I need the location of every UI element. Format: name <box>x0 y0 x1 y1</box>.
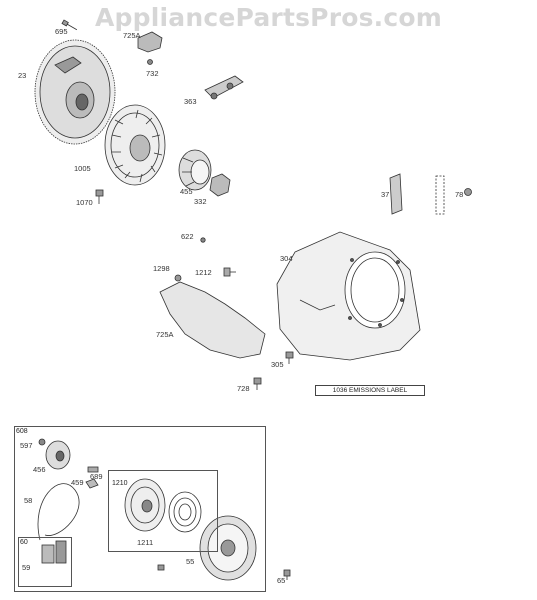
dashed-part <box>435 175 445 215</box>
screw-732 <box>147 59 153 65</box>
spring-1211 <box>168 491 202 533</box>
nut-78 <box>464 188 472 196</box>
guard-725A <box>159 281 266 359</box>
label-78: 78 <box>455 190 464 199</box>
screen-455 <box>178 149 212 191</box>
bolt-695 <box>61 19 78 31</box>
rope-58 <box>37 483 80 541</box>
bolt-65 <box>283 569 291 580</box>
bolt-near-55 <box>157 564 165 571</box>
pulley-456 <box>45 440 71 470</box>
label-304: 304 <box>280 254 293 263</box>
starter-housing-55 <box>199 515 257 581</box>
watermark: AppliancePartsPros.com <box>94 3 443 32</box>
label-58: 58 <box>24 496 33 505</box>
label-695: 695 <box>55 27 68 36</box>
label-37: 37 <box>381 190 390 199</box>
housing-304 <box>276 231 421 361</box>
label-23: 23 <box>18 71 27 80</box>
bolt-728 <box>253 377 262 390</box>
screw-622 <box>200 237 206 243</box>
stud-1212 <box>223 267 236 277</box>
label-732: 732 <box>146 69 159 78</box>
label-1211: 1211 <box>137 538 154 547</box>
flywheel-23 <box>34 39 116 145</box>
label-59: 59 <box>22 563 31 572</box>
nut-1298 <box>174 274 182 282</box>
pulley-1210 <box>124 478 166 532</box>
part-459 <box>85 478 99 489</box>
part-689 <box>87 466 99 473</box>
label-459: 459 <box>71 478 84 487</box>
label-725A: 725A <box>156 330 174 339</box>
label-608: 608 <box>16 428 28 435</box>
label-725A-top: 725A <box>123 31 141 40</box>
label-1212: 1212 <box>195 268 212 277</box>
label-1298: 1298 <box>153 264 170 273</box>
assembly-box-60 <box>18 537 72 587</box>
label-65: 65 <box>277 576 286 585</box>
assembly-box-608 <box>14 426 266 592</box>
bolt-305 <box>285 351 294 364</box>
label-332: 332 <box>194 197 207 206</box>
bracket-37 <box>389 173 403 215</box>
nut-332 <box>209 173 231 197</box>
part-597 <box>38 438 46 446</box>
switch-363 <box>204 75 244 100</box>
assembly-box-1210 <box>108 470 218 552</box>
label-1005: 1005 <box>74 164 91 173</box>
bracket-725A-top <box>137 31 163 53</box>
label-305: 305 <box>271 360 284 369</box>
label-456: 456 <box>33 465 46 474</box>
label-1070: 1070 <box>76 198 93 207</box>
label-1210: 1210 <box>112 480 128 487</box>
label-455: 455 <box>180 187 193 196</box>
handle-59 <box>41 540 67 564</box>
label-55: 55 <box>186 557 195 566</box>
label-728: 728 <box>237 384 250 393</box>
fan-1005 <box>104 104 166 186</box>
label-60: 60 <box>20 539 28 546</box>
label-363: 363 <box>184 97 197 106</box>
label-689: 689 <box>90 472 103 481</box>
emissions-label-box: 1036 EMISSIONS LABEL <box>315 385 425 396</box>
label-597: 597 <box>20 441 33 450</box>
label-622: 622 <box>181 232 194 241</box>
bolt-1070 <box>95 189 104 204</box>
